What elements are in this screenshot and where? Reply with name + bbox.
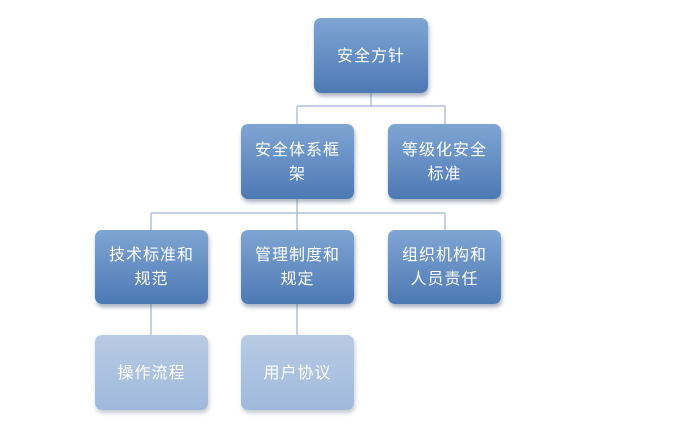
node-label: 等级化安全标准	[401, 139, 487, 183]
node-label: 安全体系框架	[254, 139, 340, 183]
node-operation-process: 操作流程	[95, 335, 208, 410]
node-label: 操作流程	[117, 362, 186, 382]
node-security-framework: 安全体系框架	[241, 124, 354, 199]
node-user-agreement: 用户协议	[241, 335, 354, 410]
node-security-policy: 安全方针	[314, 18, 428, 93]
node-organization-responsibility: 组织机构和人员责任	[388, 230, 501, 304]
node-label: 用户协议	[263, 362, 332, 382]
node-grading-security-standard: 等级化安全标准	[388, 124, 501, 199]
node-technical-standards: 技术标准和规范	[95, 230, 208, 304]
node-label: 组织机构和人员责任	[401, 245, 487, 288]
node-label: 管理制度和规定	[254, 245, 340, 288]
node-label: 技术标准和规范	[108, 245, 194, 288]
node-management-rules: 管理制度和规定	[241, 230, 354, 304]
node-label: 安全方针	[336, 45, 405, 65]
